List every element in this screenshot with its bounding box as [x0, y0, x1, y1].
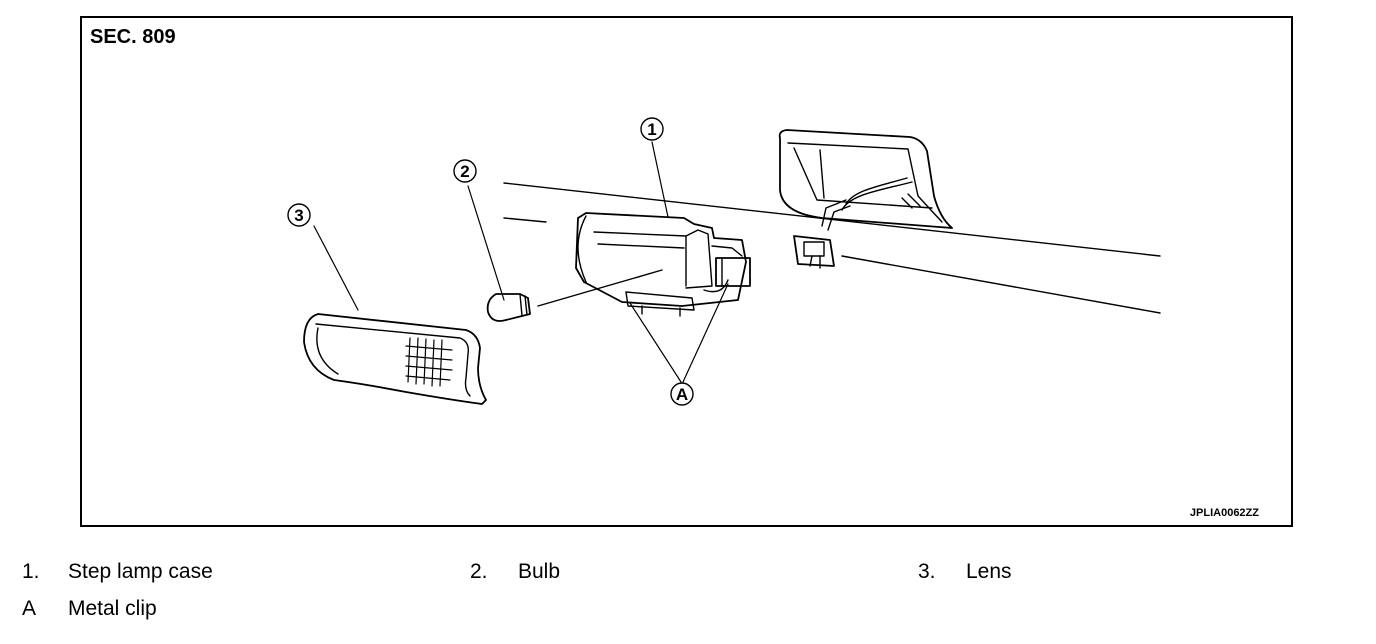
legend-number: 3.	[918, 560, 936, 583]
body-opening-with-harness	[778, 129, 953, 269]
legend-text: Metal clip	[68, 597, 157, 620]
legend-number: A	[22, 597, 37, 620]
legend-text: Bulb	[518, 560, 561, 583]
svg-text:2: 2	[460, 162, 469, 181]
callout-a: A	[670, 382, 694, 406]
callout-2: 2	[453, 159, 477, 183]
callout-3: 3	[287, 203, 311, 227]
svg-text:A: A	[676, 385, 688, 404]
lens	[303, 313, 487, 405]
callout-1: 1	[640, 117, 664, 141]
legend-text: Lens	[966, 560, 1012, 583]
step-lamp-illustration: 1 2 3 A	[287, 117, 1161, 406]
svg-text:3: 3	[294, 206, 303, 225]
step-lamp-case	[575, 212, 751, 317]
legend-number: 2.	[470, 560, 488, 583]
leader-lines	[313, 141, 729, 383]
figure-id: JPLIA0062ZZ	[1189, 507, 1259, 519]
legend-number: 1.	[22, 560, 40, 583]
svg-text:1: 1	[647, 120, 656, 139]
bulb	[486, 269, 663, 322]
legend-text: Step lamp case	[68, 560, 213, 583]
figure-frame: SEC. 809	[80, 16, 1293, 527]
section-label: SEC. 809	[90, 26, 176, 48]
